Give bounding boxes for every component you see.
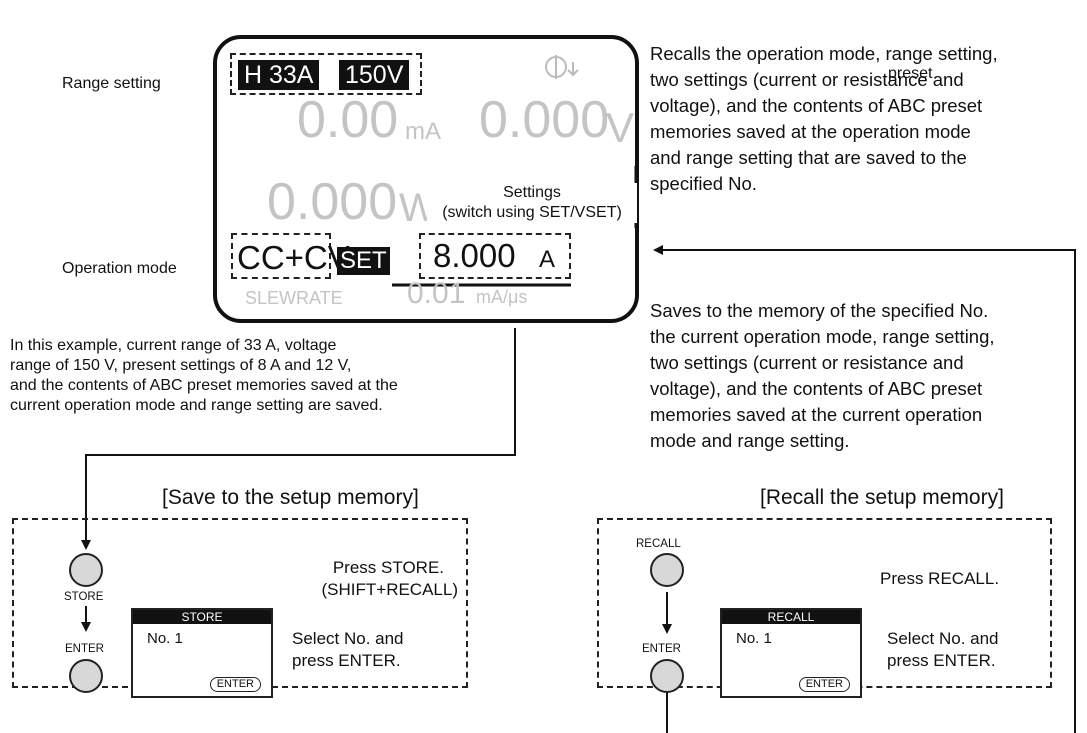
example-line: current operation mode and range setting… xyxy=(10,397,383,414)
recall-desc-line: and range setting that are saved to the xyxy=(650,147,967,168)
store-screen-title: STORE xyxy=(133,610,271,624)
recall-step1: Press RECALL. xyxy=(880,569,1000,588)
save-desc-line: mode and range setting. xyxy=(650,430,850,451)
slewrate-label: SLEWRATE xyxy=(245,288,343,308)
save-step2-line1: Select No. and xyxy=(292,629,404,648)
recall-desc-line: memories saved at the operation mode xyxy=(650,121,971,142)
range-setting-label: Range setting xyxy=(62,75,161,92)
store-screen: STORE No. 1 ENTER xyxy=(131,608,273,698)
settings-note: Settings (switch using SET/VSET) xyxy=(427,183,637,223)
enter-button-label: ENTER xyxy=(65,643,104,655)
lcd-display: H 33A 150V 0.00 mA 0.000 V 0.000 W CC+CV… xyxy=(213,35,639,323)
operation-mode-box: CC+CV xyxy=(231,233,350,279)
save-desc-line: Saves to the memory of the specified No. xyxy=(650,300,989,321)
save-step2: Select No. and press ENTER. xyxy=(292,628,404,672)
recall-desc-line: voltage), and the contents of ABC preset xyxy=(650,95,983,116)
range-current: H 33A xyxy=(238,60,320,90)
recall-screen-title: RECALL xyxy=(722,610,860,624)
store-screen-enter: ENTER xyxy=(209,677,261,692)
recall-desc-line: Recalls the operation mode, range settin… xyxy=(650,43,998,64)
settings-note-line2: (switch using SET/VSET) xyxy=(442,204,622,221)
recall-screen: RECALL No. 1 ENTER xyxy=(720,608,862,698)
power-value: 0.000 xyxy=(267,173,398,231)
operation-mode-label: Operation mode xyxy=(62,260,177,277)
save-step2-line2: press ENTER. xyxy=(292,651,401,670)
save-step1-line1: Press STORE. xyxy=(332,558,444,577)
store-button-label: STORE xyxy=(64,591,104,603)
save-panel-title: [Save to the setup memory] xyxy=(162,486,419,509)
recall-description: Recalls the operation mode, range settin… xyxy=(650,41,1080,197)
recall-panel-title: [Recall the setup memory] xyxy=(760,486,1004,509)
store-screen-no: No. 1 xyxy=(147,630,183,647)
save-desc-line: the current operation mode, range settin… xyxy=(650,326,995,347)
operation-mode-value: CC+CV xyxy=(237,239,350,276)
save-enter-button[interactable] xyxy=(69,659,103,693)
range-box: H 33A 150V xyxy=(230,53,422,95)
setting-value: 8.000 xyxy=(433,237,516,274)
recall-button-label: RECALL xyxy=(636,538,681,550)
recall-step2-line2: press ENTER. xyxy=(887,651,996,670)
recall-desc-line: two settings (current or resistance and xyxy=(650,69,964,90)
top-right-word: preset xyxy=(888,65,933,82)
recall-step2: Select No. and press ENTER. xyxy=(887,628,999,672)
setting-unit: A xyxy=(539,246,556,273)
recall-screen-no: No. 1 xyxy=(736,630,772,647)
save-desc-line: voltage), and the contents of ABC preset xyxy=(650,378,983,399)
range-voltage: 150V xyxy=(339,60,410,90)
save-desc-line: memories saved at the current operation xyxy=(650,404,983,425)
example-line: range of 150 V, present settings of 8 A … xyxy=(10,357,352,374)
example-line: In this example, current range of 33 A, … xyxy=(10,337,337,354)
recall-screen-enter: ENTER xyxy=(798,677,850,692)
load-on-icon xyxy=(543,53,583,83)
recall-step2-line1: Select No. and xyxy=(887,629,999,648)
recall-button[interactable] xyxy=(650,553,684,587)
voltage-unit: V xyxy=(606,104,635,151)
settings-note-line1: Settings xyxy=(503,184,561,201)
example-text: In this example, current range of 33 A, … xyxy=(10,336,510,416)
voltage-value: 0.000 xyxy=(479,91,610,149)
store-button[interactable] xyxy=(69,553,103,587)
current-value: 0.00 xyxy=(297,91,399,149)
setting-box: 8.000 A xyxy=(419,233,571,279)
save-description: Saves to the memory of the specified No.… xyxy=(650,298,1080,454)
recall-enter-button-label: ENTER xyxy=(642,643,681,655)
set-badge: SET xyxy=(337,247,390,275)
save-step1: Press STORE. (SHIFT+RECALL) xyxy=(272,557,459,601)
save-step1-line2: (SHIFT+RECALL) xyxy=(321,580,459,599)
example-line: and the contents of ABC preset memories … xyxy=(10,377,398,394)
current-unit: mA xyxy=(405,118,441,145)
save-desc-line: two settings (current or resistance and xyxy=(650,352,964,373)
recall-enter-button[interactable] xyxy=(650,659,684,693)
slewrate-unit: mA/μs xyxy=(476,287,528,307)
recall-desc-line: specified No. xyxy=(650,173,757,194)
slewrate-value: 0.01 xyxy=(407,277,466,310)
